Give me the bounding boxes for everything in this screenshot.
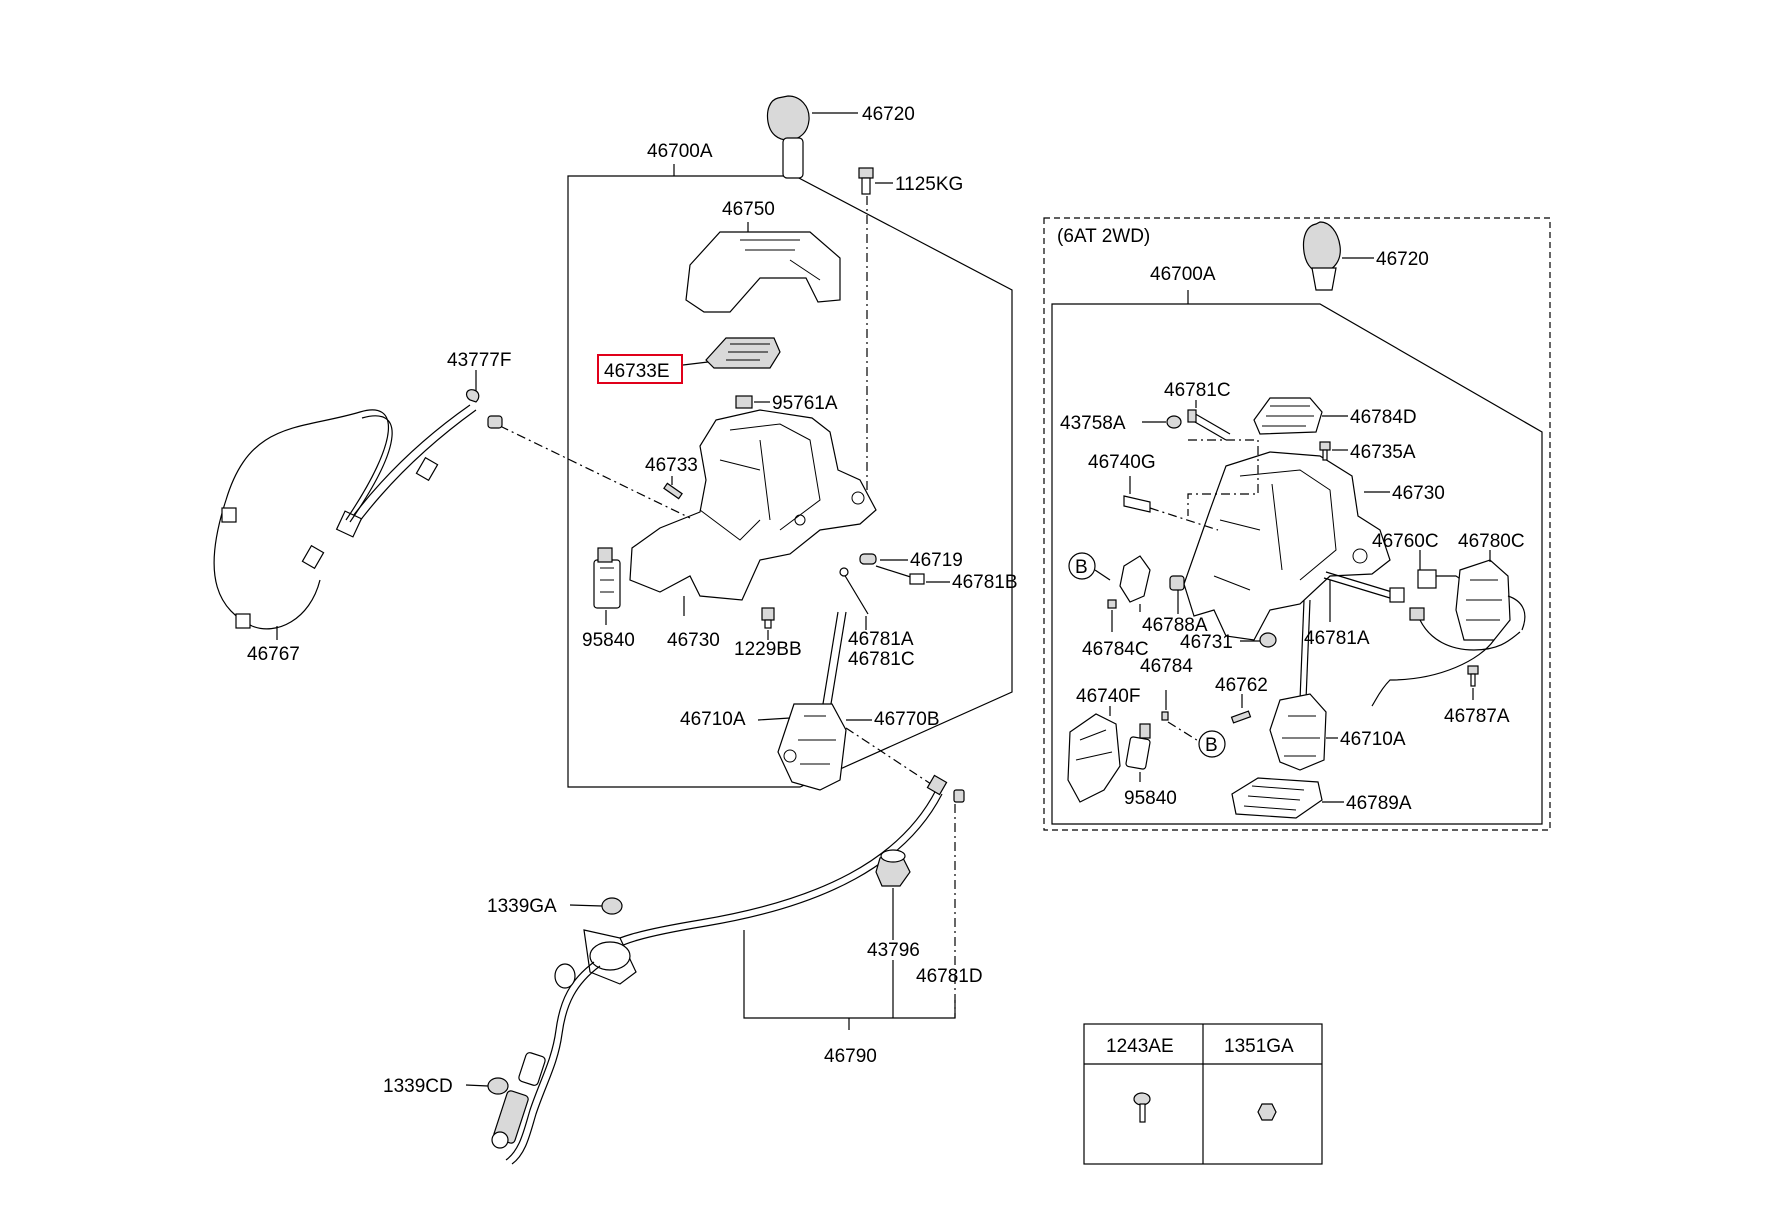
label-ref-b2: B bbox=[1205, 735, 1218, 756]
label-bushing: 46788A bbox=[1142, 615, 1208, 636]
indicator-right-icon bbox=[1253, 397, 1323, 435]
indicator-plate-icon bbox=[705, 337, 781, 369]
label-solenoid: 95840 bbox=[582, 630, 635, 651]
label-pin-a: 46781A bbox=[848, 629, 914, 650]
label-screw: 46735A bbox=[1350, 442, 1416, 463]
label-nut-ga: 1339GA bbox=[487, 896, 557, 917]
label-lever-right: 46710A bbox=[1340, 729, 1406, 750]
label-ref-b1: B bbox=[1075, 557, 1088, 578]
nut-1339cd-icon bbox=[487, 1077, 509, 1095]
indicator-highlight-box bbox=[597, 354, 683, 384]
fastener-table bbox=[1083, 1023, 1323, 1165]
shift-bracket-icon bbox=[629, 409, 877, 601]
label-ring: 46719 bbox=[910, 550, 963, 571]
nut-icon bbox=[1257, 1103, 1277, 1121]
clip-icon bbox=[735, 395, 753, 409]
pin-762-icon bbox=[1230, 710, 1252, 724]
label-assembly-right: 46700A bbox=[1150, 264, 1216, 285]
label-cover-f: 46740F bbox=[1076, 686, 1140, 707]
label-assembly: 46700A bbox=[647, 141, 713, 162]
ring-icon bbox=[859, 553, 877, 565]
bushing-731-icon bbox=[1259, 632, 1277, 648]
solenoid-icon bbox=[593, 547, 621, 609]
module-780c-icon bbox=[1371, 559, 1526, 707]
label-bushing-731: 46731 bbox=[1180, 632, 1233, 653]
label-pin-762: 46762 bbox=[1215, 675, 1268, 696]
label-indicator-right: 46784D bbox=[1350, 407, 1417, 428]
label-nut-cd: 1339CD bbox=[383, 1076, 453, 1097]
nut-1339ga-icon bbox=[601, 897, 623, 915]
label-indicator: 46733E bbox=[604, 361, 670, 382]
pin-icon bbox=[663, 482, 683, 500]
label-grommet: 43796 bbox=[867, 940, 920, 961]
shift-bracket-right-icon bbox=[1183, 451, 1391, 641]
label-wire: 46767 bbox=[247, 644, 300, 665]
cover-f-icon bbox=[1067, 713, 1121, 803]
table-header-1243ae: 1243AE bbox=[1106, 1036, 1174, 1057]
label-lever: 46710A bbox=[680, 709, 746, 730]
shift-knob-right-icon bbox=[1302, 221, 1341, 291]
label-screw-a: 46787A bbox=[1444, 706, 1510, 727]
pin-b-icon bbox=[875, 565, 925, 585]
spring-icon bbox=[1123, 495, 1151, 513]
shift-knob-icon bbox=[766, 95, 810, 179]
label-pin-c: 46781C bbox=[848, 649, 915, 670]
label-cable-clip: 43777F bbox=[447, 350, 511, 371]
label-pin-a-right: 46781A bbox=[1304, 628, 1370, 649]
actuator-icon bbox=[1119, 555, 1151, 603]
label-pin-b: 46781B bbox=[952, 572, 1018, 593]
pin-a-right-icon bbox=[1323, 571, 1405, 603]
variant-box bbox=[1043, 217, 1551, 831]
label-plate: 46789A bbox=[1346, 793, 1412, 814]
shift-lever-right-icon bbox=[1269, 599, 1327, 771]
solenoid-right-icon bbox=[1125, 723, 1151, 770]
label-bracket: 46730 bbox=[667, 630, 720, 651]
label-bolt-1125kg: 1125KG bbox=[895, 174, 963, 195]
washer-icon bbox=[1166, 415, 1182, 429]
label-upper-cover: 46750 bbox=[722, 199, 775, 220]
label-unit-780c: 46780C bbox=[1458, 531, 1525, 552]
reference-b-circle-2 bbox=[1198, 730, 1226, 758]
bushing-icon bbox=[1169, 575, 1185, 591]
bolt-1229bb-icon bbox=[761, 607, 775, 629]
label-screw-c: 46784C bbox=[1082, 639, 1149, 660]
pin-784-icon bbox=[1161, 711, 1169, 721]
screw-right-icon bbox=[1319, 441, 1331, 461]
screw-c-icon bbox=[1107, 599, 1117, 609]
label-knob-right: 46720 bbox=[1376, 249, 1429, 270]
cable-clip-icon bbox=[465, 389, 480, 403]
label-pin-d: 46781D bbox=[916, 966, 983, 987]
label-knob: 46720 bbox=[862, 104, 915, 125]
upper-cover-icon bbox=[685, 231, 841, 313]
shift-lever-icon bbox=[777, 611, 847, 791]
wire-harness-icon bbox=[213, 404, 503, 630]
label-pin-c-right: 46781C bbox=[1164, 380, 1231, 401]
label-pin-784: 46784 bbox=[1140, 656, 1193, 677]
label-bolt-1229bb: 1229BB bbox=[734, 639, 802, 660]
label-unit-c: 46760C bbox=[1372, 531, 1439, 552]
label-bracket-right: 46730 bbox=[1392, 483, 1445, 504]
bolt-icon bbox=[858, 167, 874, 195]
label-spring: 46740G bbox=[1088, 452, 1156, 473]
shift-cable-icon bbox=[491, 774, 965, 1165]
pin-c-right-icon bbox=[1187, 409, 1231, 441]
label-pin: 46733 bbox=[645, 455, 698, 476]
assembly-outline-right bbox=[1051, 303, 1543, 825]
label-solenoid-right: 95840 bbox=[1124, 788, 1177, 809]
plate-icon bbox=[1231, 777, 1323, 819]
pin-a-icon bbox=[839, 567, 869, 615]
table-header-1351ga: 1351GA bbox=[1224, 1036, 1294, 1057]
label-cable: 46790 bbox=[824, 1046, 877, 1067]
screw-787a-icon bbox=[1467, 665, 1479, 687]
label-lever-b: 46770B bbox=[874, 709, 940, 730]
reference-b-circle bbox=[1068, 552, 1096, 580]
label-clip: 95761A bbox=[772, 393, 838, 414]
label-washer: 43758A bbox=[1060, 413, 1126, 434]
control-unit-icon bbox=[1409, 569, 1521, 651]
label-variant: (6AT 2WD) bbox=[1057, 226, 1150, 247]
screw-icon bbox=[1133, 1092, 1151, 1123]
grommet-icon bbox=[875, 849, 911, 887]
